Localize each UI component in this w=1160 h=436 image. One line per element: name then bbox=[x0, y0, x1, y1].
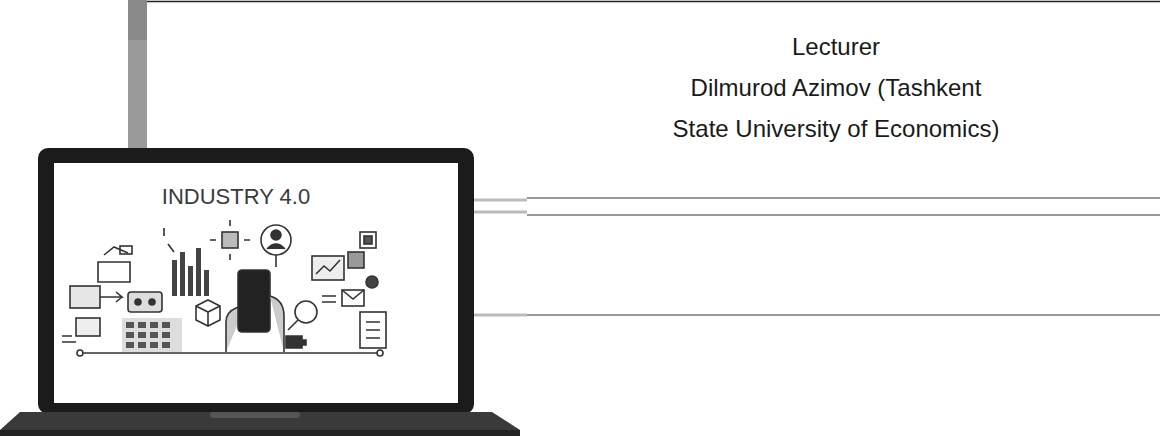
vertical-bar bbox=[128, 0, 147, 150]
vertical-bar-top bbox=[128, 0, 147, 40]
top-rule bbox=[128, 1, 1160, 3]
author-text: Dilmurod Azimov (Tashkent State Universi… bbox=[672, 67, 1001, 150]
industry-icons bbox=[62, 220, 386, 356]
laptop bbox=[0, 148, 520, 436]
rules bbox=[455, 198, 1160, 315]
screen-title: INDUSTRY 4.0 bbox=[161, 178, 312, 216]
author-text: Lecturer bbox=[791, 26, 882, 67]
